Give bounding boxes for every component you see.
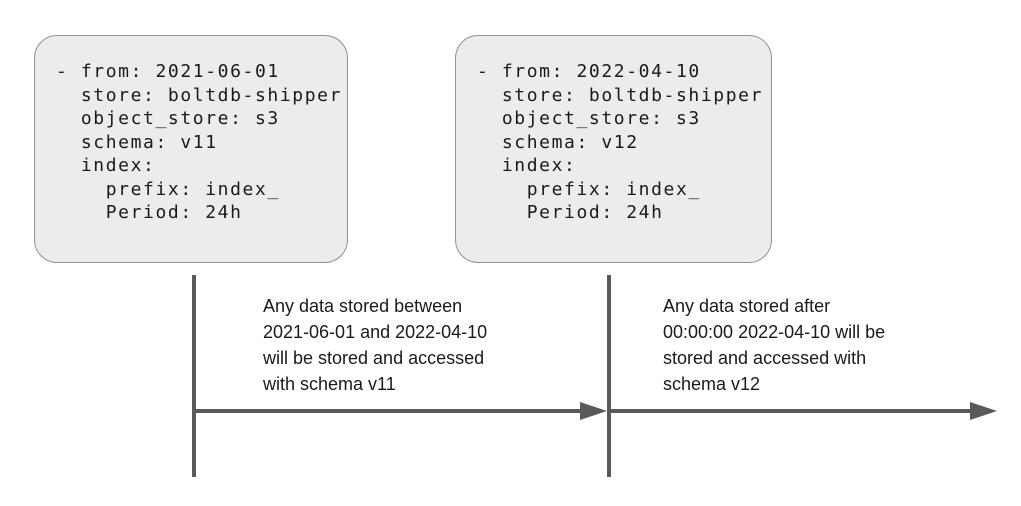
- config-box-schema-v11: - from: 2021-06-01 store: boltdb-shipper…: [34, 35, 348, 263]
- annotation-v11-period: Any data stored between 2021-06-01 and 2…: [263, 296, 488, 394]
- timeline-arrow-v11-shaft: [194, 409, 581, 413]
- timeline-tick-2022-04-10: [607, 275, 611, 477]
- timeline-arrow-v12-arrowhead-icon: [970, 402, 997, 420]
- config-box-schema-v12: - from: 2022-04-10 store: boltdb-shipper…: [455, 35, 772, 263]
- timeline-tick-2021-06-01: [192, 275, 196, 477]
- timeline-arrow-v11-arrowhead-icon: [580, 402, 607, 420]
- config-code-schema-v12: - from: 2022-04-10 store: boltdb-shipper…: [477, 61, 764, 223]
- annotation-v12-period: Any data stored after 00:00:00 2022-04-1…: [663, 296, 886, 394]
- timeline-arrow-v12-shaft: [609, 409, 971, 413]
- config-code-schema-v11: - from: 2021-06-01 store: boltdb-shipper…: [56, 61, 343, 223]
